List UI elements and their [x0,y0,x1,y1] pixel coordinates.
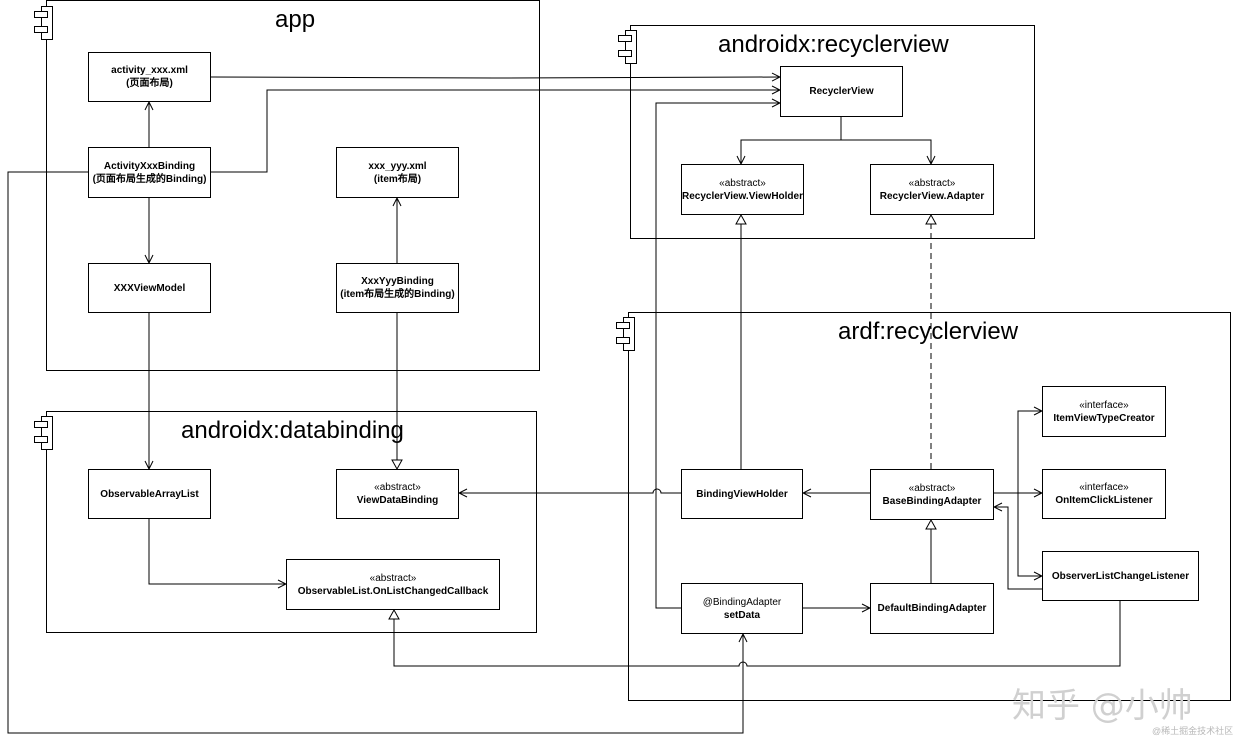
package-ardf-recyclerview-title: ardf:recyclerview [838,318,1019,345]
class-name: ObserverListChangeListener [1051,570,1190,582]
class-activity-xml: activity_xxx.xml (页面布局) [88,52,211,102]
watermark: 知乎 @小帅 [1012,686,1193,726]
class-name: BindingViewHolder [696,488,788,500]
class-xxx-yyy-xml: xxx_yyy.xml (item布局) [336,147,459,198]
class-subtitle: (页面布局生成的Binding) [92,173,207,185]
class-view-data-binding: «abstract» ViewDataBinding [336,469,459,519]
class-on-item-click-listener: «interface» OnItemClickListener [1042,469,1166,519]
class-stereotype: «interface» [1079,482,1129,493]
class-on-list-changed-callback: «abstract» ObservableList.OnListChangedC… [286,559,500,610]
edge-bindingviewholder-to-viewdatabinding [459,488,681,493]
edge-base-to-observerlist [1017,493,1042,576]
component-icon [34,416,54,450]
watermark-small: @稀土掘金技术社区 [1152,726,1234,736]
class-item-view-type-creator: «interface» ItemViewTypeCreator [1042,386,1166,437]
class-binding-view-holder: BindingViewHolder [681,469,803,519]
class-subtitle: (item布局生成的Binding) [340,289,455,300]
edge-base-to-itemviewtype [1017,411,1042,493]
package-androidx-databinding-title: androidx:databinding [181,417,404,444]
class-name: setData [723,609,761,621]
class-adapter: «abstract» RecyclerView.Adapter [870,164,994,215]
class-viewholder: «abstract» RecyclerView.ViewHolder [681,164,804,215]
class-stereotype: «abstract» [369,572,417,584]
class-name: OnItemClickListener [1055,495,1153,506]
edge-setdata-to-recyclerview [655,103,780,609]
class-name: ObservableList.OnListChangedCallback [297,585,489,597]
package-ardf-recyclerview [628,312,1231,701]
class-base-binding-adapter: «abstract» BaseBindingAdapter [870,469,994,520]
edge-activity-binding-to-recyclerview [211,90,780,173]
component-icon [34,6,54,40]
class-default-binding-adapter: DefaultBindingAdapter [870,583,994,634]
edge-activity-xml-to-recyclerview [210,77,780,78]
class-viewmodel: XXXViewModel [88,263,211,313]
class-stereotype: «abstract» [374,482,421,493]
class-name: BaseBindingAdapter [882,495,982,507]
edge-observablearraylist-to-callback [148,519,286,584]
class-stereotype: «abstract» [908,482,956,494]
package-androidx-recyclerview-title: androidx:recyclerview [718,31,949,58]
class-name: ActivityXxxBinding [103,160,196,172]
class-observer-list-change-listener: ObserverListChangeListener [1042,551,1199,601]
class-name: xxx_yyy.xml [368,160,427,172]
class-stereotype: «abstract» [719,177,766,189]
class-name: DefaultBindingAdapter [877,603,987,614]
class-stereotype: «abstract» [908,177,956,189]
class-subtitle: (页面布局) [126,78,173,89]
class-name: RecyclerView [809,86,874,97]
class-name: activity_xxx.xml [111,65,188,76]
package-app [46,0,540,371]
edge-activity-binding-to-setdata [7,171,743,734]
class-stereotype: «interface» [1079,399,1129,411]
class-yyy-binding: XxxYyyBinding (item布局生成的Binding) [336,263,459,313]
class-observable-array-list: ObservableArrayList [88,469,211,519]
class-subtitle: (item布局) [373,173,422,185]
class-name: XXXViewModel [113,282,186,294]
class-name: ItemViewTypeCreator [1053,412,1155,424]
class-annotation: @BindingAdapter [702,596,782,608]
package-app-title: app [275,6,316,33]
package-androidx-recyclerview [630,25,1035,239]
class-name: ObservableArrayList [100,488,199,500]
class-name: XxxYyyBinding [361,276,434,287]
class-name: RecyclerView.ViewHolder [682,190,803,202]
edge-observerlist-to-base [994,507,1042,590]
component-icon [616,317,636,351]
class-name: RecyclerView.Adapter [879,190,985,202]
component-icon [618,30,638,64]
edge-recyclerview-adapter [841,139,931,164]
class-recyclerview: RecyclerView [780,66,903,117]
package-androidx-databinding [46,411,537,633]
edge-recyclerview-split [741,117,842,164]
class-activity-binding: ActivityXxxBinding (页面布局生成的Binding) [88,147,211,198]
class-name: ViewDataBinding [356,495,439,506]
class-set-data: @BindingAdapter setData [681,583,803,634]
